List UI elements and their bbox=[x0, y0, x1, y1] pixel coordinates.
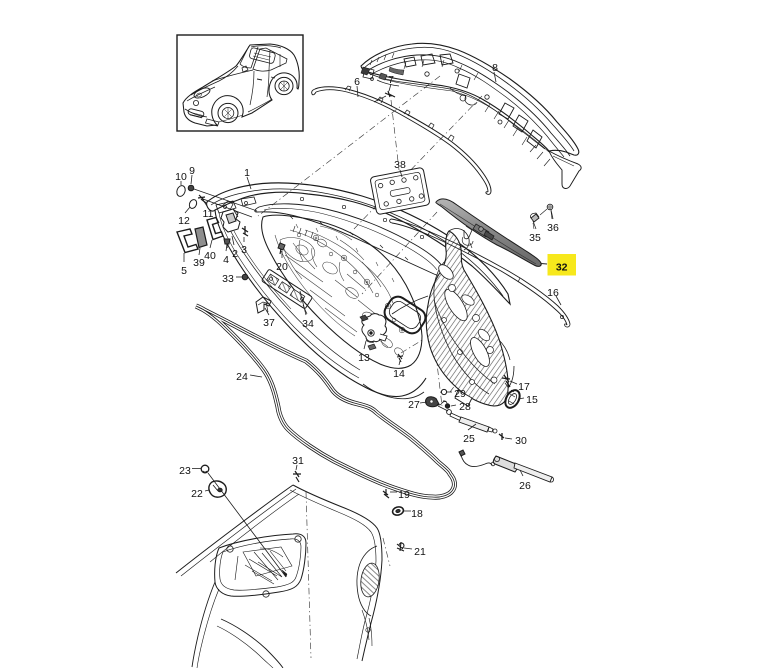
svg-text:7: 7 bbox=[388, 74, 394, 86]
svg-text:5: 5 bbox=[181, 265, 187, 277]
svg-text:30: 30 bbox=[515, 435, 527, 447]
svg-text:16: 16 bbox=[547, 287, 559, 299]
svg-text:26: 26 bbox=[519, 480, 531, 492]
svg-text:37: 37 bbox=[263, 317, 275, 329]
svg-text:23: 23 bbox=[179, 465, 191, 477]
svg-text:19: 19 bbox=[398, 489, 410, 501]
svg-text:31: 31 bbox=[292, 455, 304, 467]
svg-text:38: 38 bbox=[394, 159, 406, 171]
svg-text:28: 28 bbox=[459, 401, 471, 413]
svg-text:21: 21 bbox=[414, 546, 426, 558]
svg-text:12: 12 bbox=[178, 215, 190, 227]
svg-text:4: 4 bbox=[223, 254, 229, 266]
svg-text:29: 29 bbox=[454, 388, 466, 400]
svg-text:9: 9 bbox=[189, 165, 195, 177]
svg-text:22: 22 bbox=[191, 488, 203, 500]
svg-text:11: 11 bbox=[203, 208, 214, 220]
svg-text:34: 34 bbox=[302, 318, 314, 330]
svg-text:35: 35 bbox=[529, 232, 541, 244]
svg-text:27: 27 bbox=[408, 399, 420, 411]
svg-text:33: 33 bbox=[222, 273, 234, 285]
svg-text:2: 2 bbox=[232, 248, 238, 260]
svg-text:24: 24 bbox=[236, 371, 248, 383]
svg-text:13: 13 bbox=[358, 352, 370, 364]
svg-text:8: 8 bbox=[492, 62, 498, 74]
svg-text:32: 32 bbox=[556, 262, 568, 274]
svg-text:3: 3 bbox=[241, 244, 247, 256]
svg-text:25: 25 bbox=[463, 433, 475, 445]
svg-text:15: 15 bbox=[526, 394, 538, 406]
svg-text:1: 1 bbox=[244, 167, 250, 179]
svg-text:10: 10 bbox=[175, 171, 187, 183]
svg-text:39: 39 bbox=[193, 257, 205, 269]
svg-text:6: 6 bbox=[354, 76, 360, 88]
svg-text:40: 40 bbox=[204, 250, 216, 262]
svg-text:18: 18 bbox=[411, 508, 423, 520]
svg-text:36: 36 bbox=[547, 222, 559, 234]
svg-text:17: 17 bbox=[518, 381, 530, 393]
svg-text:20: 20 bbox=[276, 261, 288, 273]
svg-text:14: 14 bbox=[393, 368, 405, 380]
